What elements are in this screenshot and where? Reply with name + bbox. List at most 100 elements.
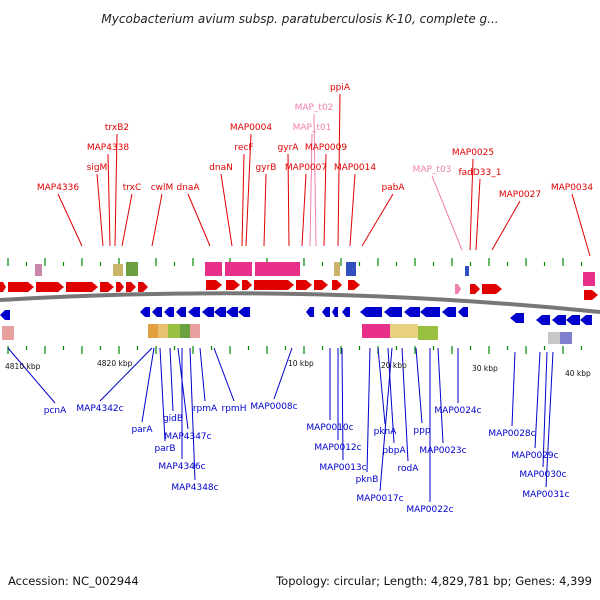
feature-block [390, 324, 418, 338]
forward-feature-blocks [35, 262, 595, 286]
feature-block [418, 326, 438, 340]
leader-line [7, 347, 56, 404]
leader-line [387, 347, 395, 444]
forward-gene-arrow [242, 280, 252, 290]
reverse-gene-label: MAP4348c [171, 483, 218, 493]
leader-line [341, 347, 344, 461]
forward-gene-label: MAP_t02 [295, 103, 334, 113]
reverse-gene-label: MAP0029c [511, 451, 558, 461]
feature-block [465, 266, 469, 276]
chromosome-backbone [0, 291, 600, 314]
feature-block [126, 262, 138, 276]
forward-gene-arrow [36, 282, 64, 292]
leader-line [542, 351, 548, 468]
feature-block [346, 262, 356, 276]
leader-line [199, 347, 206, 402]
tick-label: 10 kbp [288, 359, 314, 368]
leader-line [571, 193, 591, 257]
reverse-gene-label: parA [131, 425, 153, 435]
leader-line [401, 347, 409, 462]
reverse-gene-arrow [360, 307, 382, 317]
forward-gene-label: cwlM [151, 183, 174, 193]
feature-block [560, 332, 572, 344]
reverse-gene-arrow [332, 307, 338, 317]
leader-line [534, 351, 541, 449]
leader-line [301, 173, 307, 247]
forward-gene-label: sigM [87, 163, 108, 173]
reverse-gene-arrow [0, 310, 10, 320]
forward-gene-label: dnaN [209, 163, 233, 173]
leader-line [187, 193, 211, 247]
reverse-gene-label: rpmH [222, 404, 247, 414]
forward-gene-arrow [254, 280, 294, 290]
reverse-gene-arrow [164, 307, 174, 317]
forward-gene-label: trxC [123, 183, 142, 193]
forward-gene-arrow [482, 284, 502, 294]
leader-line [313, 113, 317, 247]
forward-gene-arrow [116, 282, 124, 292]
reverse-gene-arrow [238, 307, 250, 317]
feature-block [113, 264, 123, 276]
forward-gene-label: pabA [381, 183, 405, 193]
reverse-gene-label: MAP0030c [519, 470, 566, 480]
leader-line [57, 193, 83, 247]
forward-gene-arrow [100, 282, 114, 292]
reverse-gene-label: MAP0023c [419, 446, 466, 456]
forward-gene-label: MAP0007 [285, 163, 327, 173]
forward-gene-arrow [470, 284, 480, 294]
leader-line [263, 173, 267, 247]
feature-block [334, 262, 340, 276]
leader-line [431, 175, 463, 251]
forward-gene-arrow [8, 282, 34, 292]
reverse-gene-arrow [458, 307, 468, 317]
forward-gene-label: MAP_t03 [413, 165, 452, 175]
forward-gene-label: trxB2 [105, 123, 129, 133]
reverse-gene-label: gidB [163, 414, 183, 424]
reverse-gene-arrow [404, 307, 420, 317]
reverse-gene-label: MAP0031c [522, 490, 569, 500]
reverse-gene-arrow [580, 315, 592, 325]
leader-line [220, 173, 233, 247]
reverse-gene-label: MAP0024c [434, 406, 481, 416]
forward-gene-arrow [66, 282, 98, 292]
leader-line [213, 347, 235, 402]
forward-gene-arrow [296, 280, 312, 290]
feature-block [2, 326, 14, 340]
feature-block [225, 262, 252, 276]
forward-gene-arrow [206, 280, 222, 290]
reverse-gene-label: pbpA [382, 446, 406, 456]
reverse-gene-label: MAP0013c [319, 463, 366, 473]
reverse-gene-arrow [566, 315, 580, 325]
feature-block [35, 264, 42, 276]
leader-line [337, 93, 341, 247]
forward-gene-label: MAP0014 [334, 163, 377, 173]
reverse-gene-arrow [188, 307, 200, 317]
reverse-gene-arrow [152, 307, 162, 317]
reverse-gene-label: MAP0028c [488, 429, 535, 439]
leader-line [379, 347, 393, 492]
leader-line [107, 153, 111, 247]
forward-gene-arrow [314, 280, 328, 290]
reverse-gene-label: ppp [413, 426, 430, 436]
tick-label: 40 kbp [565, 369, 591, 378]
feature-block [190, 324, 200, 338]
accession-label: Accession: NC_002944 [8, 574, 139, 588]
leader-line [437, 347, 444, 444]
leader-line [469, 158, 474, 251]
leader-line [475, 178, 481, 251]
reverse-gene-arrow [342, 307, 350, 317]
leader-line [189, 347, 196, 481]
forward-gene-label: MAP4336 [37, 183, 80, 193]
leader-line [99, 347, 153, 402]
forward-gene-arrow [226, 280, 240, 290]
reverse-gene-label: pcnA [44, 406, 67, 416]
leader-line [287, 153, 290, 247]
tick-label: 4810 kbp [5, 362, 41, 371]
reverse-feature-blocks [2, 324, 572, 344]
reverse-gene-arrow [214, 307, 226, 317]
leader-line [349, 173, 356, 247]
forward-gene-label: MAP0004 [230, 123, 273, 133]
leader-line [96, 173, 104, 247]
forward-gene-label: MAP0009 [305, 143, 348, 153]
